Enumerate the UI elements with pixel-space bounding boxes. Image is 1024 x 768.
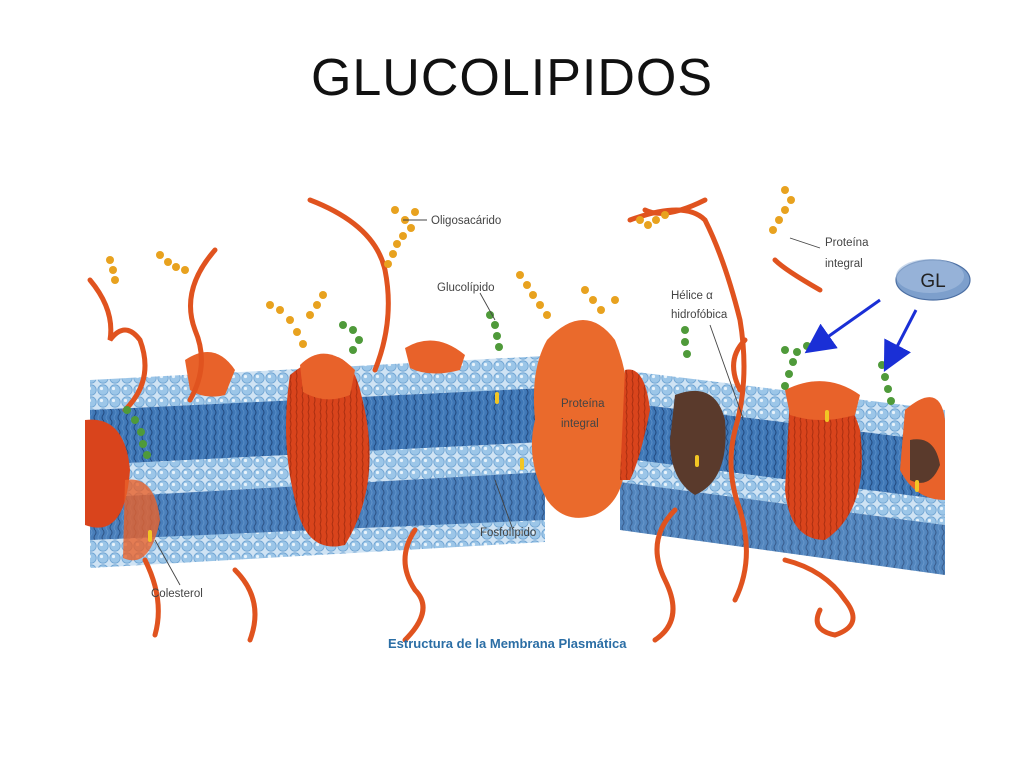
- protein-chains: [87, 197, 856, 643]
- lipid-bilayer-right: [620, 370, 945, 575]
- slide-title: GLUCOLIPIDOS: [310, 49, 714, 107]
- oligosaccharide-chains: [106, 186, 795, 348]
- label-fosfolipido: Fosfolípido: [480, 527, 536, 539]
- label-colesterol: Colesterol: [151, 588, 203, 600]
- label-oligosacarido: Oligosacárido: [431, 215, 501, 227]
- figure-caption: Estructura de la Membrana Plasmática: [388, 636, 627, 651]
- label-hidrofobica: hidrofóbica: [671, 309, 728, 321]
- label-proteina-integral-center-2: integral: [561, 418, 599, 430]
- label-proteina-integral-center: Proteína: [561, 398, 605, 410]
- label-proteina-integral-top-2: integral: [825, 258, 863, 270]
- integral-proteins: [85, 320, 945, 561]
- leader-lines: [154, 219, 821, 586]
- label-helice-alpha: Hélice α: [671, 290, 713, 302]
- membrane-diagram: Oligosacárido Glucolípido Proteína integ…: [85, 186, 945, 651]
- cholesterol-molecules: [148, 392, 919, 542]
- label-glucolipido: Glucolípido: [437, 282, 495, 294]
- label-proteina-integral-top: Proteína: [825, 237, 869, 249]
